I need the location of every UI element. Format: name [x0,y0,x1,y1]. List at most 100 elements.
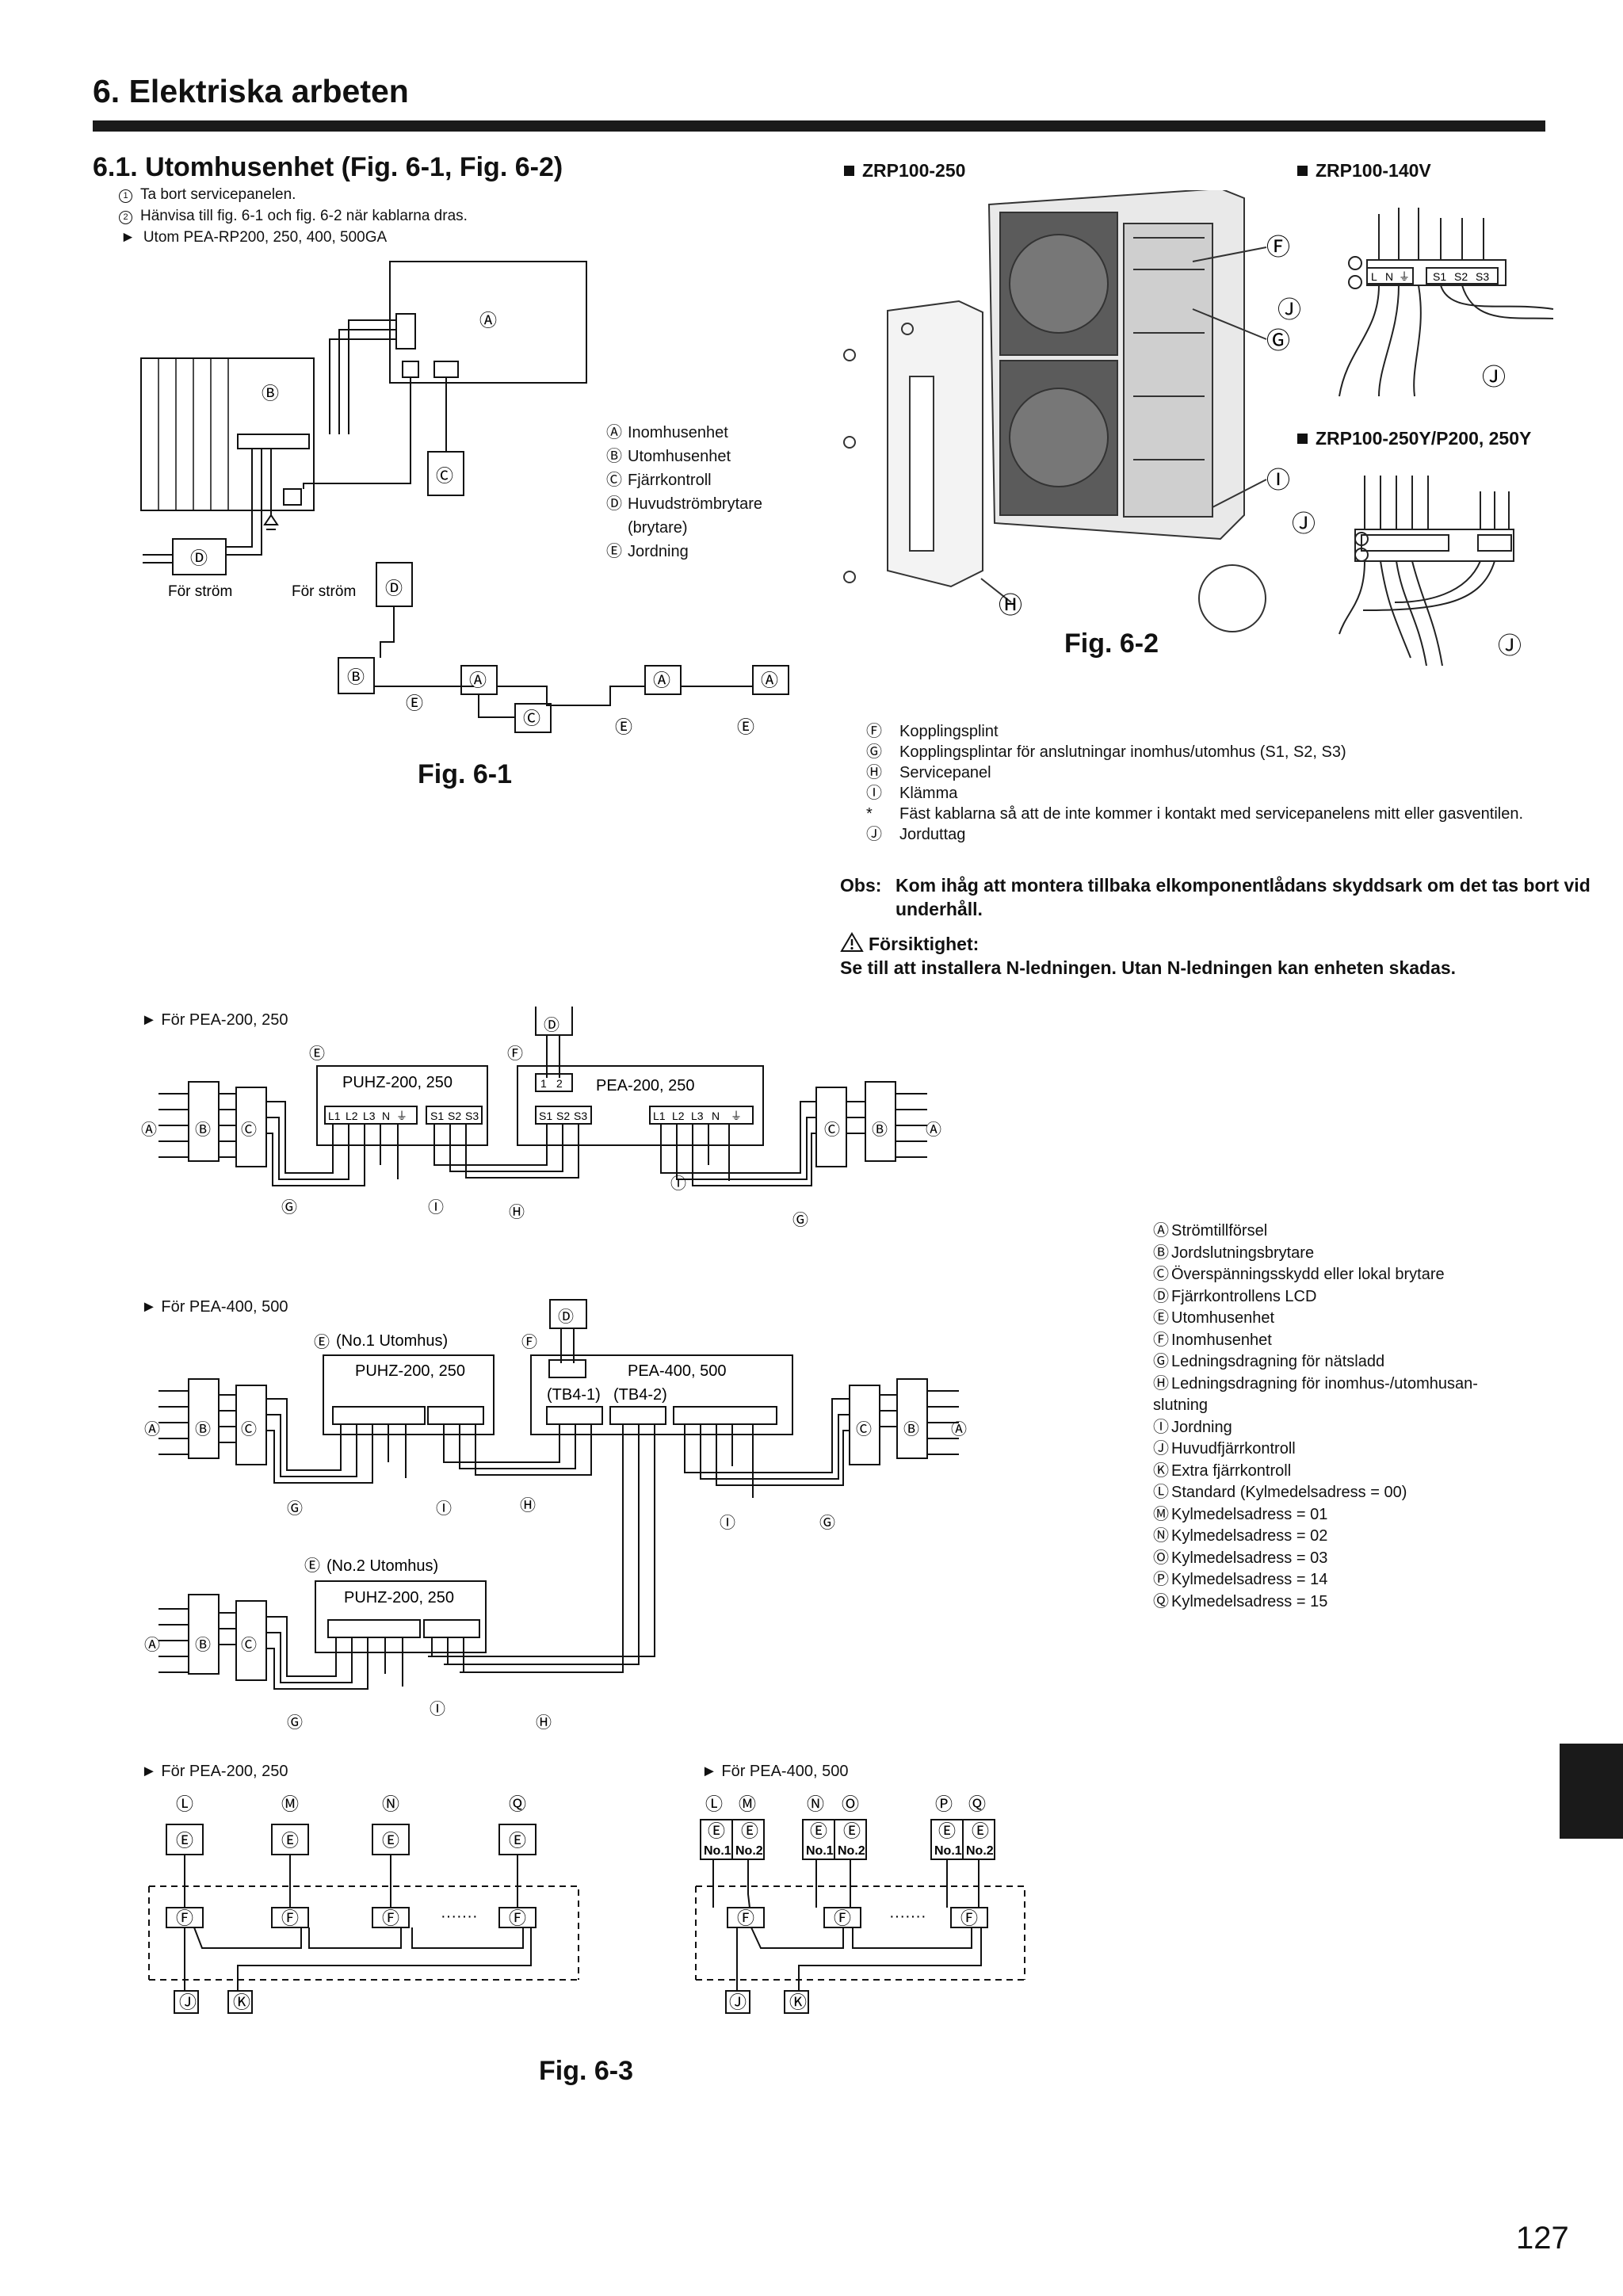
svg-text:No.1: No.1 [806,1844,834,1858]
fig62-caption: Fig. 6-2 [1064,628,1159,659]
svg-text:Ⓘ: Ⓘ [720,1514,735,1532]
svg-text:Ⓘ: Ⓘ [436,1499,452,1518]
svg-text:Ⓒ: Ⓒ [824,1121,840,1139]
svg-text:Ⓔ: Ⓔ [304,1557,320,1575]
svg-text:Ⓖ: Ⓖ [287,1499,303,1518]
svg-text:Ⓕ: Ⓕ [834,1908,851,1928]
svg-text:(TB4-1): (TB4-1) [547,1386,601,1404]
circled-number: 2 [119,211,132,224]
svg-text:Ⓝ: Ⓝ [807,1794,824,1814]
svg-text:No.2: No.2 [735,1844,763,1858]
svg-text:Ⓜ: Ⓜ [739,1794,756,1814]
svg-text:No.1: No.1 [704,1844,731,1858]
chapter-title: 6. Elektriska arbeten [93,73,409,109]
svg-text:Ⓠ: Ⓠ [509,1794,526,1814]
power-label-2: För ström [292,583,356,600]
svg-text:Ⓠ: Ⓠ [968,1794,986,1814]
svg-text:No.2: No.2 [966,1844,994,1858]
svg-text:Ⓒ: Ⓒ [241,1420,257,1438]
figure-6-2-unit-illustration: Ⓕ Ⓖ Ⓘ Ⓗ [843,190,1290,632]
svg-text:Ⓞ: Ⓞ [842,1794,859,1814]
svg-text:Ⓓ: Ⓓ [385,579,403,598]
svg-text:S2: S2 [556,1110,570,1122]
svg-text:Ⓐ: Ⓐ [469,670,487,690]
svg-text:Ⓘ: Ⓘ [428,1198,444,1217]
svg-text:Ⓗ: Ⓗ [536,1713,552,1732]
svg-text:Ⓗ: Ⓗ [520,1496,536,1515]
svg-text:Ⓕ: Ⓕ [509,1908,526,1928]
svg-text:Ⓒ: Ⓒ [436,466,453,486]
svg-text:Ⓒ: Ⓒ [523,709,540,728]
svg-text:S3: S3 [465,1110,479,1122]
arrow-marker: ► [120,229,136,246]
svg-text:Ⓔ: Ⓔ [309,1045,325,1063]
svg-text:Ⓘ: Ⓘ [430,1700,445,1718]
section-title: 6.1. Utomhusenhet (Fig. 6-1, Fig. 6-2) [93,152,563,182]
svg-text:·······: ······· [889,1908,926,1925]
svg-text:Ⓚ: Ⓚ [789,1992,807,2012]
svg-text:Ⓔ: Ⓔ [382,1831,399,1851]
power-label-1: För ström [168,583,232,600]
svg-text:Ⓓ: Ⓓ [558,1308,574,1326]
svg-text:Ⓑ: Ⓑ [195,1121,211,1139]
warning-icon [840,932,864,952]
svg-text:Ⓕ: Ⓕ [176,1908,193,1928]
svg-text:N: N [1385,270,1393,283]
svg-text:Ⓔ: Ⓔ [314,1333,330,1351]
svg-text:PEA-400, 500: PEA-400, 500 [628,1362,727,1380]
wiring-400-500-header: ► För PEA-400, 500 [141,1298,288,1316]
svg-text:Ⓔ: Ⓔ [741,1821,758,1841]
svg-text:No.1: No.1 [934,1844,962,1858]
svg-text:(No.2 Utomhus): (No.2 Utomhus) [327,1557,438,1575]
svg-text:Ⓙ: Ⓙ [729,1992,747,2012]
svg-text:Ⓑ: Ⓑ [347,667,365,687]
svg-text:L2: L2 [346,1110,358,1122]
svg-text:Ⓝ: Ⓝ [382,1794,399,1814]
svg-text:Ⓛ: Ⓛ [705,1794,723,1814]
svg-text:Ⓐ: Ⓐ [144,1636,160,1654]
fig63-right-header: ► För PEA-400, 500 [701,1763,849,1780]
svg-text:S2: S2 [448,1110,461,1122]
obs-note: Obs:Kom ihåg att montera tillbaka elkomp… [840,875,1591,919]
svg-text:Ⓔ: Ⓔ [843,1821,861,1841]
jorduttag-marker: Ⓙ [1292,511,1316,537]
wiring-diagram-400-500: Ⓓ Ⓔ Ⓕ Ⓐ Ⓑ Ⓒ Ⓒ Ⓑ Ⓐ Ⓖ Ⓘ Ⓗ Ⓘ Ⓖ Ⓔ Ⓐ Ⓑ Ⓒ Ⓖ Ⓘ … [144,1299,967,1732]
svg-text:Ⓗ: Ⓗ [509,1203,525,1221]
fig63-caption: Fig. 6-3 [539,2056,634,2086]
svg-text:S2: S2 [1454,270,1468,283]
model-label-zrp100-140v: ZRP100-140V [1297,160,1431,181]
section-tab-marker [1560,1744,1623,1839]
fig61-caption: Fig. 6-1 [418,759,513,789]
svg-text:Ⓛ: Ⓛ [176,1794,193,1814]
svg-text:Ⓔ: Ⓔ [737,717,754,737]
svg-text:No.2: No.2 [838,1844,865,1858]
svg-text:1: 1 [540,1077,547,1090]
model-label-zrp100-250y: ZRP100-250Y/P200, 250Y [1297,428,1531,449]
svg-text:Ⓕ: Ⓕ [1266,235,1290,261]
svg-text:Ⓐ: Ⓐ [926,1121,941,1139]
svg-text:Ⓖ: Ⓖ [281,1198,297,1217]
svg-text:S1: S1 [539,1110,552,1122]
svg-text:L3: L3 [691,1110,704,1122]
svg-text:Ⓟ: Ⓟ [935,1794,953,1814]
svg-text:Ⓕ: Ⓕ [382,1908,399,1928]
svg-text:Ⓖ: Ⓖ [287,1713,303,1732]
svg-text:Ⓖ: Ⓖ [819,1514,835,1532]
svg-text:Ⓑ: Ⓑ [903,1420,919,1438]
svg-text:Ⓗ: Ⓗ [999,593,1022,619]
step-exception: ►Utom PEA-RP200, 250, 400, 500GA [120,229,388,246]
svg-text:Ⓙ: Ⓙ [1482,365,1506,391]
model-label-zrp100-250: ZRP100-250 [844,160,965,181]
svg-text:Ⓘ: Ⓘ [1266,468,1290,494]
